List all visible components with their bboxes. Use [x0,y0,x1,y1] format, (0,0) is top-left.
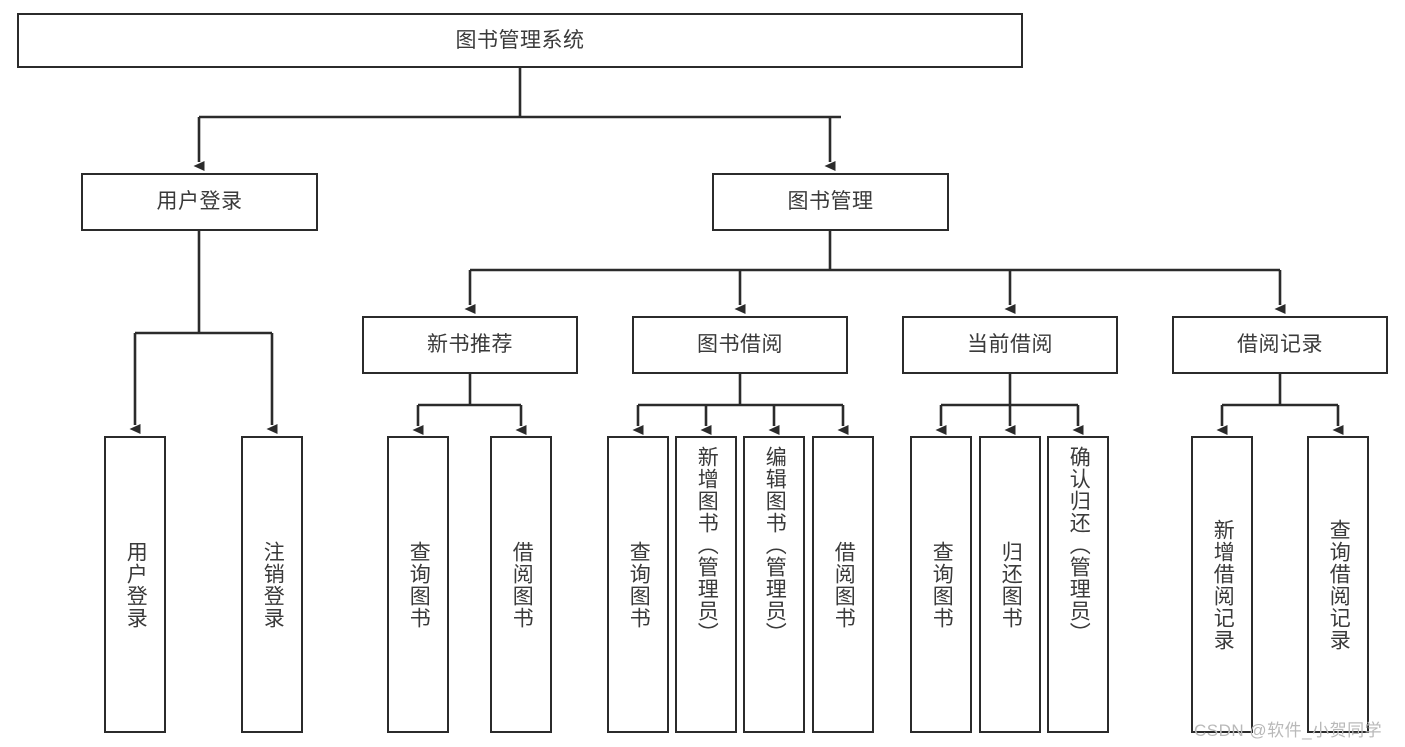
node-leaf-add-book-admin[interactable]: 新增图书（管理员） [675,436,737,733]
node-label: 新书推荐 [427,333,513,357]
node-current-borrow[interactable]: 当前借阅 [902,316,1118,374]
node-book-borrow[interactable]: 图书借阅 [632,316,848,374]
node-borrow-record[interactable]: 借阅记录 [1172,316,1388,374]
node-label: 注销登录 [261,540,285,629]
node-label: 借阅图书 [510,540,534,629]
node-leaf-borrow-book-recommend[interactable]: 借阅图书 [490,436,552,733]
node-label: 查询图书 [407,540,431,629]
node-book-management[interactable]: 图书管理 [712,173,949,231]
node-root-book-management-system[interactable]: 图书管理系统 [17,13,1023,68]
node-label: 新增图书（管理员） [695,446,719,644]
node-label: 查询图书 [930,540,954,629]
node-label: 编辑图书（管理员） [763,446,787,644]
node-leaf-edit-book-admin[interactable]: 编辑图书（管理员） [743,436,805,733]
node-label: 图书借阅 [697,333,783,357]
node-label: 新增借阅记录 [1211,518,1235,651]
node-label: 查询借阅记录 [1327,518,1351,651]
node-leaf-user-login[interactable]: 用户登录 [104,436,166,733]
node-label: 用户登录 [124,540,148,629]
node-leaf-query-book-current[interactable]: 查询图书 [910,436,972,733]
watermark-csdn: CSDN @软件_小贺同学 [1194,721,1383,740]
node-label: 归还图书 [999,540,1023,629]
node-leaf-confirm-return-admin[interactable]: 确认归还（管理员） [1047,436,1109,733]
node-leaf-borrow-book[interactable]: 借阅图书 [812,436,874,733]
node-leaf-query-borrow-record[interactable]: 查询借阅记录 [1307,436,1369,733]
node-leaf-query-book-borrow[interactable]: 查询图书 [607,436,669,733]
node-leaf-return-book[interactable]: 归还图书 [979,436,1041,733]
node-leaf-add-borrow-record[interactable]: 新增借阅记录 [1191,436,1253,733]
node-label: 借阅记录 [1237,333,1323,357]
node-label: 用户登录 [156,190,243,214]
node-label: 图书管理系统 [455,28,585,52]
node-user-login[interactable]: 用户登录 [81,173,318,231]
node-label: 当前借阅 [967,333,1053,357]
node-new-book-recommend[interactable]: 新书推荐 [362,316,578,374]
node-label: 查询图书 [627,540,651,629]
node-label: 借阅图书 [832,540,856,629]
node-label: 确认归还（管理员） [1067,446,1091,644]
node-leaf-logout[interactable]: 注销登录 [241,436,303,733]
node-leaf-query-book-recommend[interactable]: 查询图书 [387,436,449,733]
node-label: 图书管理 [787,190,874,214]
